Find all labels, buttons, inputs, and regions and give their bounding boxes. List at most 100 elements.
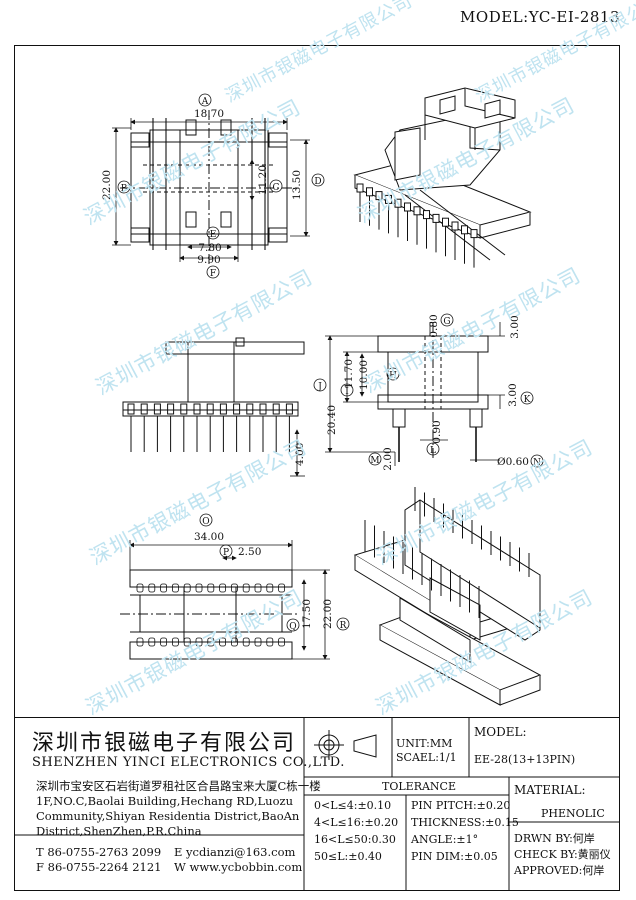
tolerance-row: 0<L≤4:±0.10 [314,799,392,812]
isometric-view-bottom [353,499,542,706]
tolerance-right-row: ANGLE:±1° [411,833,479,846]
iso-pin-head [413,206,421,216]
dim-d: 13.50 [291,170,303,200]
isometric-view-bottom-pins [364,487,530,618]
tag-j: J [317,382,322,392]
front-pin-head [140,403,148,415]
material-value: PHENOLIC [541,807,605,820]
iso-pin-head [404,202,411,212]
dim-i: 11.70 [343,359,355,389]
front-pin-head [219,403,227,415]
dim-n: Ø0.60 [497,456,529,468]
tag-h: H [389,371,397,381]
unit: UNIT:MM [396,737,453,750]
front-view-pins [127,403,293,452]
dim-r: 22.00 [322,599,334,629]
dim-g: 0.80 [428,314,440,337]
dim-q: 17.50 [301,599,313,629]
iso-pin-head [394,198,402,208]
model-title: MODEL:YC-EI-2813 [460,8,620,26]
dim-a: 18.70 [194,108,224,120]
pin-slot-bottom [160,637,168,647]
pin-slot-bottom [242,637,250,647]
telephone: T 86-0755-2763 2099 [36,845,162,859]
drawn-by: DRWN BY:何岸 [514,832,595,845]
tolerance-right-row: THICKNESS:±0.15 [411,816,519,829]
bottom-view-labels: O 34.00 P 2.50 Q 17.50 22.00 R [194,513,350,632]
iso-pin-head [375,191,383,201]
iso-pin-head [442,217,449,227]
dim-b: 22.00 [101,170,113,200]
pin-slot-top [242,583,250,593]
dim-c: 11.20 [257,165,269,195]
front-pin-head [246,403,254,415]
address-line: Community,Shiyan Residentia District,Bao… [36,809,300,823]
bottom-view [120,569,300,660]
isometric-view-top-pins [356,183,478,268]
front-pin-head [233,403,241,415]
side-view-pins [398,427,477,462]
pin-slot-bottom [195,637,203,647]
iso-pin-head [385,194,392,204]
front-pin-head [285,403,293,415]
front-pin-head [259,403,267,415]
front-pin-head [180,403,188,415]
dim-l: 0.90 [431,420,443,443]
projection-symbol [314,730,377,760]
pin-slot-top [171,583,179,593]
dim-front-pin: 4.00 [294,443,306,466]
dim-top-k: 3.00 [509,315,521,338]
tolerance-right-row: PIN DIM:±0.05 [411,850,498,863]
front-pin-head [206,403,214,415]
isometric-view-top [353,87,532,261]
pin-slot-top [207,583,215,593]
company-name-en: SHENZHEN YINCI ELECTRONICS CO.,LTD. [32,755,345,770]
pin-slot-bottom [171,637,179,647]
dim-j: 20.40 [326,405,338,435]
model-label: MODEL: [474,725,527,739]
dim-e: 7.80 [198,242,221,254]
tag-g: G [443,317,450,327]
tag-m: M [370,456,379,466]
iso-pin-head [432,213,440,223]
tolerance-row: 4<L≤16:±0.20 [314,816,399,829]
pin-slot-top [136,583,144,593]
pin-slot-bottom [254,637,262,647]
email: E ycdianzi@163.com [174,845,296,859]
model-value: EE-28(13+13PIN) [474,753,576,766]
tag-p: P [223,548,229,558]
pin-slot-top [195,583,203,593]
front-pin-head [272,403,280,415]
pin-slot-bottom [136,637,144,647]
tag-e: E [210,230,217,240]
tag-k: K [524,395,531,405]
tag-c: C [273,183,280,193]
iso-pin-head [451,221,459,231]
front-pin-head [153,403,161,415]
pin-slot-top [219,583,227,593]
pin-slot-bottom [148,637,156,647]
front-pin-head [127,403,135,415]
dim-p: 2.50 [238,546,261,558]
side-view-dimensions [325,322,505,466]
iso-pin-head [470,229,478,239]
pin-slot-top [266,583,274,593]
address-line: 深圳市宝安区石岩街道罗租社区合昌路宝来大厦C栋一楼 [36,779,321,793]
pin-slot-bottom [207,637,215,647]
title-block-grid [14,717,620,891]
top-view-labels: A 18.70 B 22.00 C 11.20 D 13.50 E 7.80 9… [101,93,325,279]
scale: SCAEL:1/1 [396,751,457,764]
front-pin-head [167,403,175,415]
pin-slot-bottom [266,637,274,647]
front-view-dimensions [290,429,305,477]
approved-by: APPROVED:何岸 [514,864,605,877]
website: W www.ycbobbin.com [174,860,303,874]
pin-slot-top [230,583,238,593]
pin-slot-top [254,583,262,593]
tag-d: D [314,177,321,187]
pin-slot-top [148,583,156,593]
tag-o: O [202,517,209,527]
tag-f: F [210,269,216,279]
company-name-cn: 深圳市银磁电子有限公司 [32,731,297,756]
